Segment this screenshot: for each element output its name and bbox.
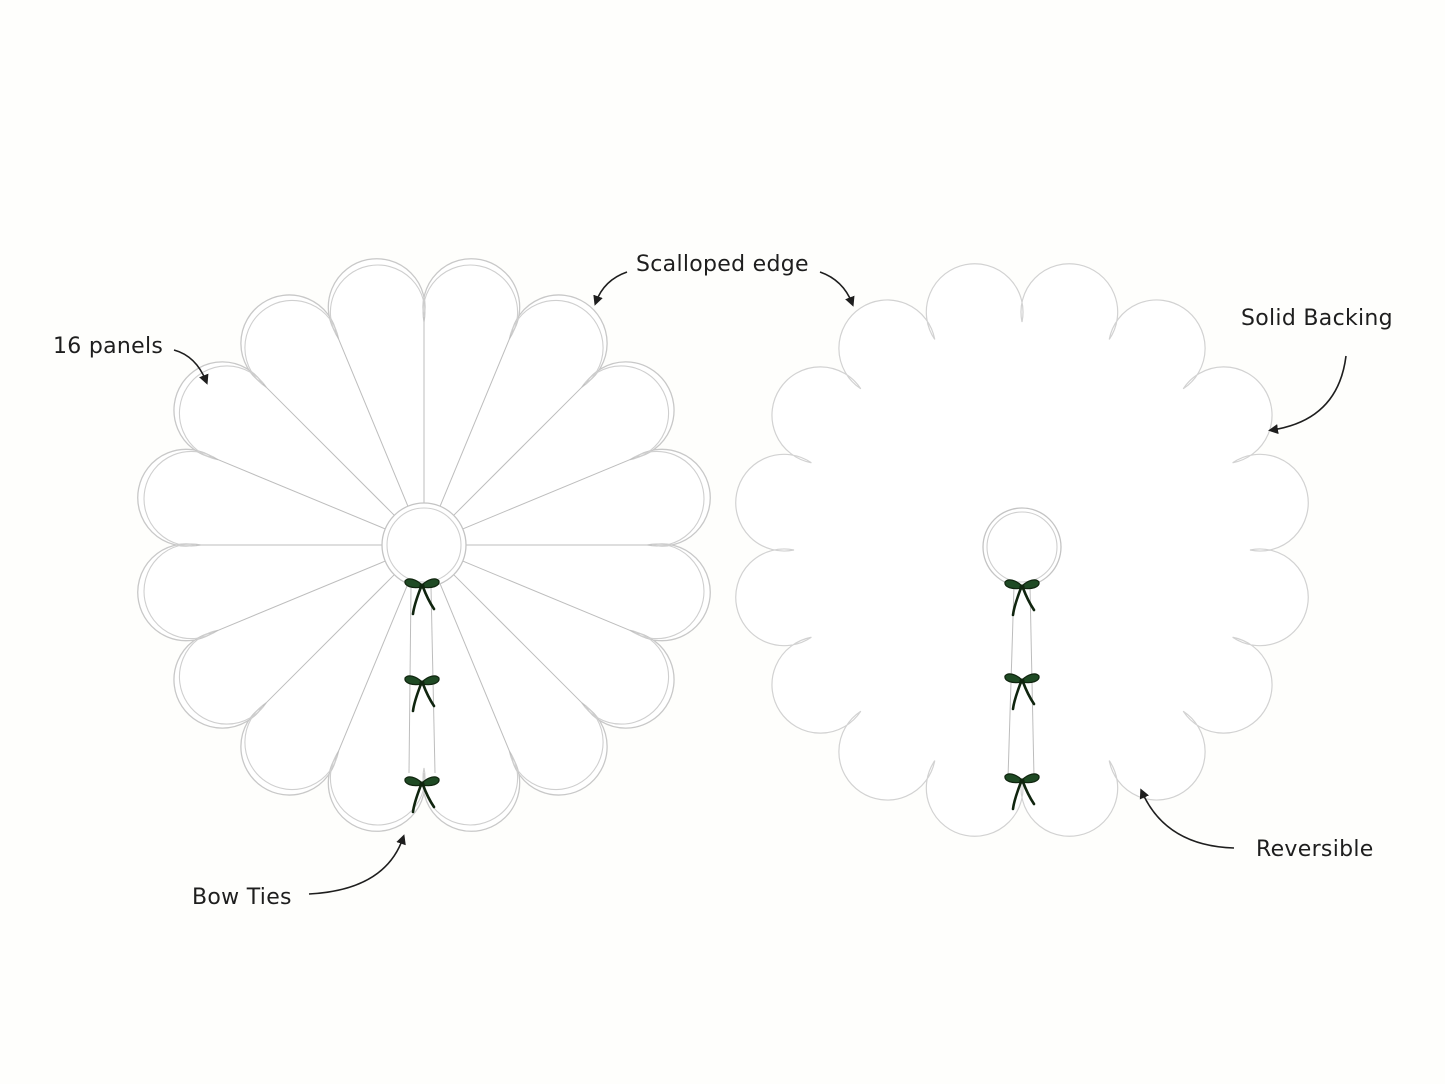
seam-line <box>262 383 395 516</box>
seam-line <box>439 334 512 507</box>
seam-line <box>462 457 635 530</box>
bow-tie-icon <box>1004 579 1040 617</box>
seam-line <box>213 560 386 633</box>
seam-line <box>439 583 512 756</box>
arrow-solid-backing-icon <box>1268 355 1347 435</box>
seam-line <box>336 583 409 756</box>
label-scalloped-edge: Scalloped edge <box>636 252 809 277</box>
back-skirt-solid-backing <box>735 263 1309 837</box>
bow-tie-icon <box>404 776 440 814</box>
bow-tie-icon <box>404 675 440 713</box>
back-bow-ties <box>1004 579 1040 811</box>
bow-tie-icon <box>404 578 440 616</box>
arrow-panels-icon <box>173 349 209 385</box>
label-reversible: Reversible <box>1256 837 1374 862</box>
seam-line <box>453 383 586 516</box>
front-bow-ties <box>404 578 440 814</box>
seam-line <box>462 560 635 633</box>
bow-tie-icon <box>1004 773 1040 811</box>
center-ring-inner <box>386 507 462 583</box>
label-16-panels: 16 panels <box>53 334 164 359</box>
arrow-scalloped-left-icon <box>593 271 628 306</box>
bow-tie-icon <box>1004 673 1040 711</box>
annotation-arrows <box>173 271 1347 895</box>
label-solid-backing: Solid Backing <box>1241 306 1393 331</box>
seam-line <box>336 334 409 507</box>
back-center-ring-inner <box>986 511 1058 583</box>
panel-seams <box>196 317 652 756</box>
seam-line <box>262 574 395 707</box>
seam-line <box>453 574 586 707</box>
arrow-bow-ties-icon <box>308 834 406 895</box>
label-bow-ties: Bow Ties <box>192 885 292 910</box>
seam-line <box>213 457 386 530</box>
front-skirt-16-panels <box>137 258 711 832</box>
arrow-scalloped-right-icon <box>819 271 855 307</box>
arrow-reversible-icon <box>1139 788 1235 849</box>
